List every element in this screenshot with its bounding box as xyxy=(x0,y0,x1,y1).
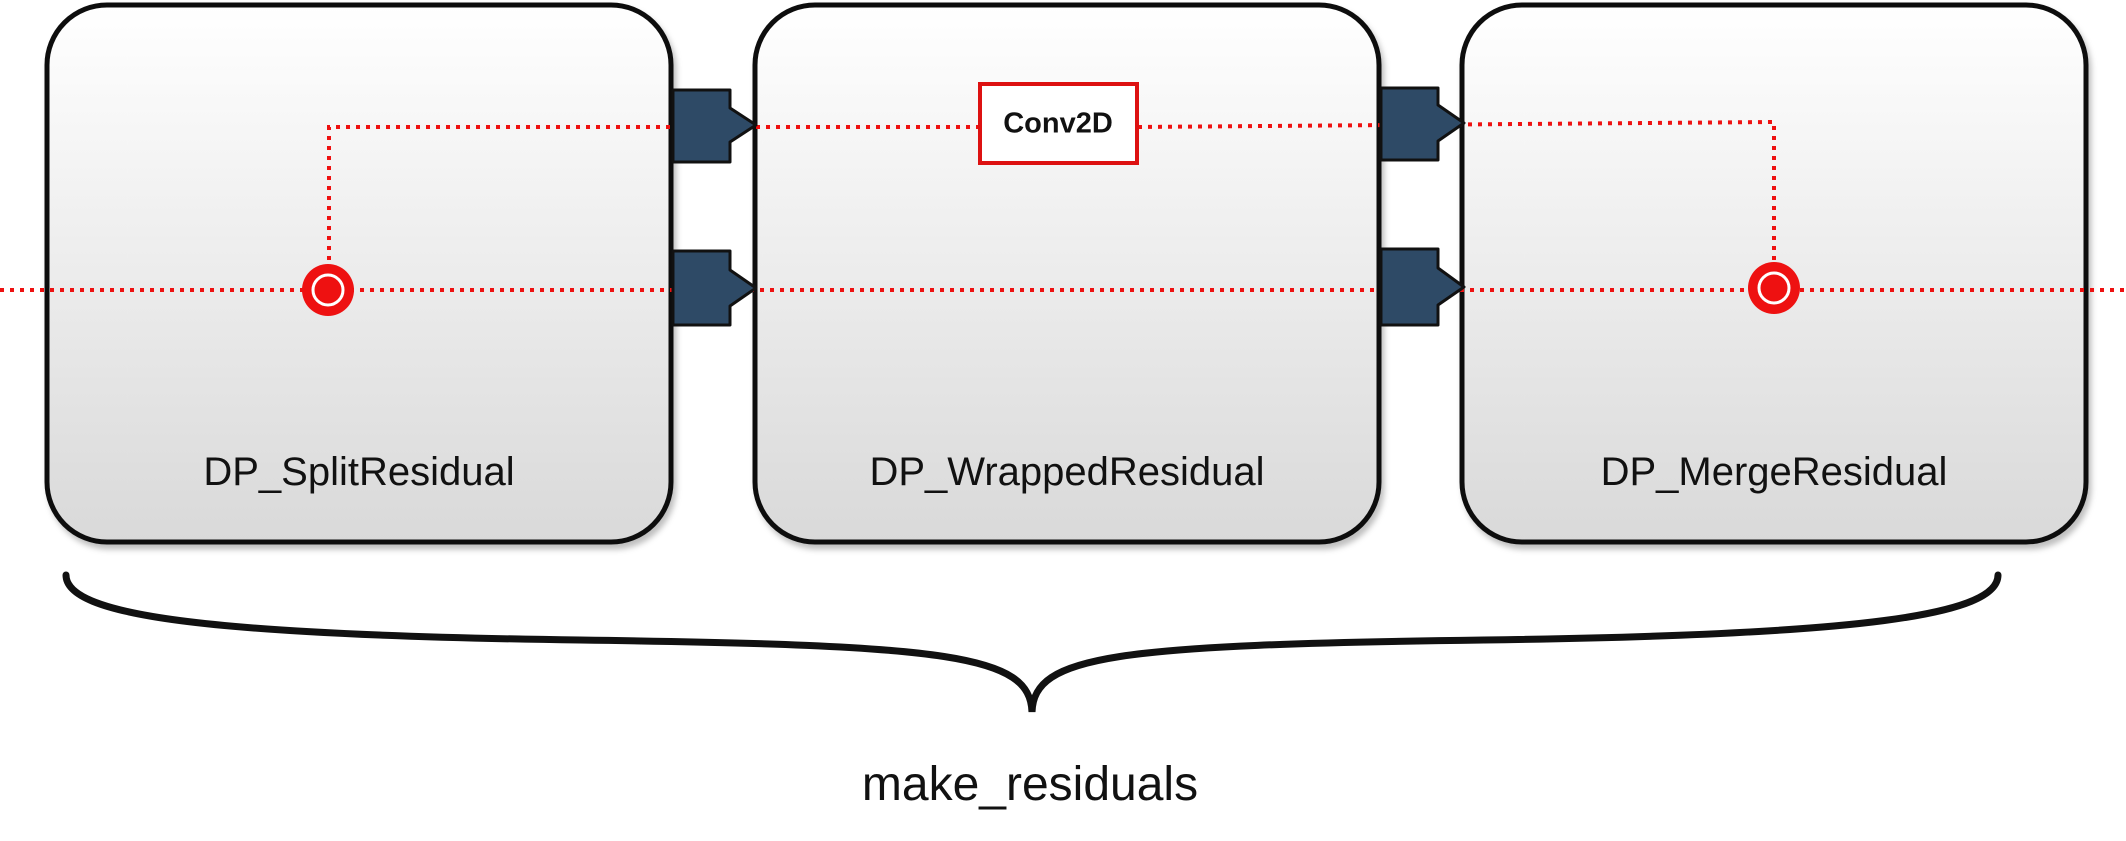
residual-return-line xyxy=(1137,119,1776,290)
wrapped-residual-label: DP_WrappedResidual xyxy=(869,450,1264,494)
conv2d-box xyxy=(978,82,1139,165)
group-brace xyxy=(62,571,2002,713)
split-residual-label: DP_SplitResidual xyxy=(203,450,514,494)
split-residual-block xyxy=(44,2,674,545)
connector-arrow-bottom-1 xyxy=(671,249,758,327)
residual-branch-line xyxy=(327,125,980,290)
merge-node xyxy=(1748,262,1800,314)
connector-arrow-top-2 xyxy=(1379,86,1466,162)
wrapped-residual-block xyxy=(752,2,1382,545)
conv2d-label: Conv2D xyxy=(1003,108,1113,140)
merge-residual-label: DP_MergeResidual xyxy=(1601,450,1948,494)
connector-arrow-bottom-2 xyxy=(1379,247,1466,327)
group-label: make_residuals xyxy=(862,758,1198,811)
connector-arrow-top-1 xyxy=(671,88,758,164)
split-node xyxy=(302,264,354,316)
